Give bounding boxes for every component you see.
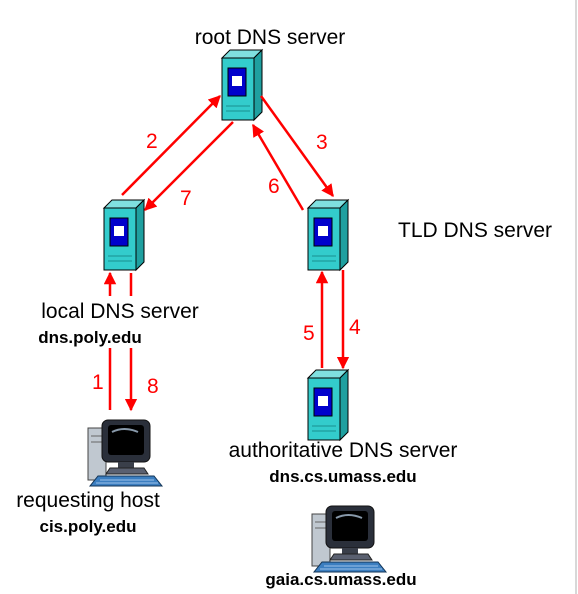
step-label-3: 3 [316, 131, 328, 154]
local-dns-server-label: local DNS server [41, 300, 199, 323]
local-dns-server-icon [103, 199, 145, 271]
step-label-4: 4 [349, 316, 361, 339]
step-label-2: 2 [146, 130, 158, 153]
target-host-computer-icon [311, 505, 387, 573]
arrow-step-6 [251, 123, 305, 211]
step-label-1: 1 [92, 371, 104, 394]
requesting-host-name: cis.poly.edu [40, 517, 137, 536]
step-label-8: 8 [147, 375, 159, 398]
target-host-name: gaia.cs.umass.edu [265, 570, 416, 589]
arrow-step-2 [121, 95, 221, 196]
authoritative-dns-server-label: authoritative DNS server [229, 439, 458, 462]
arrow-step-7 [144, 121, 234, 211]
local-dns-server-host: dns.poly.edu [38, 328, 142, 347]
step-label-7: 7 [180, 187, 192, 210]
root-dns-server-icon [221, 49, 263, 121]
step-label-5: 5 [303, 322, 315, 345]
requesting-host-label: requesting host [16, 489, 160, 512]
tld-dns-server-icon [307, 199, 349, 271]
requesting-host-computer-icon [87, 419, 163, 487]
arrow-step-3 [259, 95, 335, 198]
authoritative-dns-server-host: dns.cs.umass.edu [269, 467, 416, 486]
tld-dns-server-label: TLD DNS server [398, 219, 552, 242]
authoritative-dns-server-icon [307, 369, 349, 441]
step-label-6: 6 [268, 175, 280, 198]
root-dns-server-label: root DNS server [195, 26, 346, 49]
